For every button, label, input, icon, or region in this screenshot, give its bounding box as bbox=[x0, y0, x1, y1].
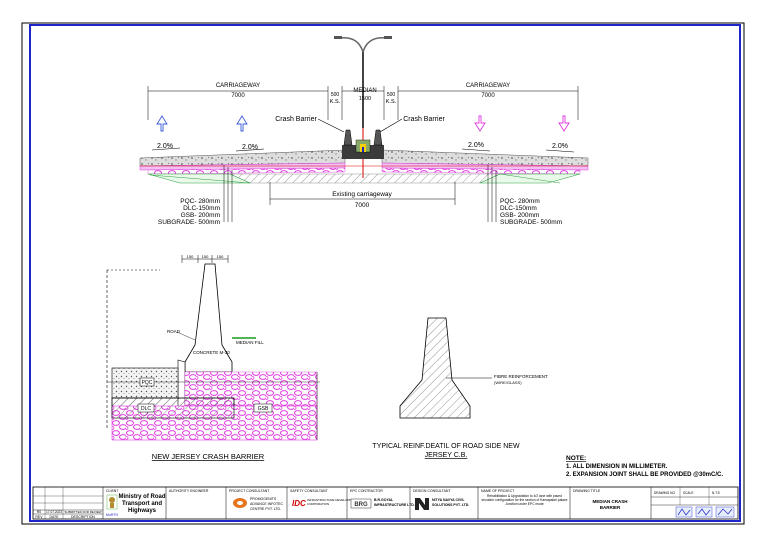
idc-logo: IDC bbox=[292, 499, 306, 508]
new-jersey-barrier-detail: 150 150 150 ROAD CONCRETE M-30 MEDIAN FI… bbox=[106, 254, 320, 461]
layer-left-dlc: DLC-150mm bbox=[183, 205, 220, 212]
median-fill-label: MEDIAN FILL bbox=[236, 340, 264, 345]
pqc-label: PQC bbox=[142, 380, 153, 386]
layer-left-subgrade: SUBGRADE- 500mm bbox=[158, 219, 220, 226]
rev-header-date: DATE bbox=[49, 515, 59, 519]
notes: NOTE: 1. ALL DIMENSION IN MILLIMETER. 2.… bbox=[566, 455, 723, 478]
layer-left-pqc: PQC- 280mm bbox=[180, 198, 220, 205]
reinf-title-line1: TYPICAL REINF.DEATIL OF ROAD SIDE NEW bbox=[372, 443, 520, 450]
rev-header-desc: DESCRIPTION bbox=[71, 515, 95, 519]
epc-label: EPC CONTRACTOR bbox=[350, 489, 383, 493]
carriageway-left-value: 7000 bbox=[231, 93, 245, 99]
crash-barrier-right-label: Crash Barrier bbox=[403, 116, 445, 123]
rev-row-no: R0 bbox=[37, 510, 42, 514]
client-name-3: Highways bbox=[128, 508, 157, 514]
concrete-label: CONCRETE M-30 bbox=[193, 350, 230, 355]
consultant-logo-icon bbox=[233, 498, 247, 508]
client-name-2: Transport and bbox=[122, 501, 162, 507]
client-label: CLIENT bbox=[106, 489, 119, 493]
arrow-up-icon bbox=[156, 115, 168, 132]
epc-name-2: INFRASTRUCTURE LTD. bbox=[374, 503, 415, 507]
arrow-up-icon bbox=[236, 115, 248, 132]
ks-right-label: K.S. bbox=[386, 99, 397, 105]
idc-text-2: CORPORATION bbox=[307, 502, 329, 506]
dlc-label: DLC bbox=[141, 406, 151, 412]
title-block: R0 17.07.2023 SUBMITTED FOR REVIEW REV D… bbox=[32, 486, 739, 520]
ks-left-label: K.S. bbox=[330, 99, 341, 105]
layer-right-pqc: PQC- 280mm bbox=[500, 198, 540, 205]
layer-right-dlc: DLC-150mm bbox=[500, 205, 537, 212]
barrier-dim-3: 150 bbox=[217, 254, 224, 259]
signature-icon bbox=[675, 506, 735, 518]
carriageway-left-label: CARRIAGEWAY bbox=[216, 83, 260, 89]
arrow-down-icon bbox=[474, 115, 486, 132]
design-name-1: NITYA NAVYA CIVIL bbox=[432, 498, 465, 502]
drawing-title-2: BARRIER bbox=[600, 505, 621, 510]
median-value: 1500 bbox=[359, 96, 371, 102]
reinforcement-detail: FIBRE REINFORCEMENT (WIRE/GLASS) TYPICAL… bbox=[372, 317, 548, 459]
layer-right-gsb: GSB- 200mm bbox=[500, 212, 539, 219]
slope-label: 2.0% bbox=[552, 143, 568, 150]
rev-row-date: 17.07.2023 bbox=[46, 510, 62, 514]
drawing-label: DRAWING TITLE bbox=[573, 489, 601, 493]
slope-label: 2.0% bbox=[242, 144, 258, 151]
barrier-dim-1: 150 bbox=[187, 254, 194, 259]
project-description: Rehabilitation & Upgradation to 4/2 lane… bbox=[481, 494, 568, 506]
client-name-1: Ministry of Road bbox=[118, 494, 165, 500]
scale-label: SCALE bbox=[683, 491, 693, 495]
existing-carriageway-value: 7000 bbox=[355, 202, 370, 209]
project-consultant-2: ADVANCE INFOTEC bbox=[250, 502, 283, 506]
note-2: 2. EXPANSION JOINT SHALL BE PROVIDED @30… bbox=[566, 472, 723, 478]
slope-label: 2.0% bbox=[468, 142, 484, 149]
barrier-detail-title: NEW JERSEY CRASH BARRIER bbox=[152, 452, 265, 461]
crash-barrier-left-label: Crash Barrier bbox=[275, 116, 317, 123]
drawing-title-1: MEDIAN CRASH bbox=[592, 499, 627, 504]
road-cross-section: CARRIAGEWAY 7000 CARRIAGEWAY 7000 MEDIAN… bbox=[139, 36, 589, 226]
barrier-dim-2: 150 bbox=[202, 254, 209, 259]
sheet-label: DRAWING NO bbox=[654, 491, 675, 495]
emblem-icon bbox=[106, 494, 118, 510]
project-consultant-3: CENTRE PVT. LTD. bbox=[250, 507, 281, 511]
ks-left-value: 500 bbox=[331, 92, 340, 98]
rev-header-rev: REV bbox=[35, 515, 43, 519]
reinf-title-line2: JERSEY C.B. bbox=[425, 452, 468, 459]
layer-left-gsb: GSB- 200mm bbox=[181, 212, 220, 219]
arrow-down-icon bbox=[558, 115, 570, 132]
layer-right-subgrade: SUBGRADE- 500mm bbox=[500, 219, 562, 226]
fibre-note-sub: (WIRE/GLASS) bbox=[494, 380, 522, 385]
authority-label: AUTHORITY ENGINEER bbox=[169, 489, 209, 493]
slope-label: 2.0% bbox=[157, 143, 173, 150]
notes-heading: NOTE: bbox=[566, 455, 586, 462]
design-logo-icon bbox=[415, 498, 429, 510]
idc-text-1: INFRASTRUCTURE DEVELOPMENT bbox=[307, 498, 358, 502]
safety-label: SAFETY CONSULTANT bbox=[290, 489, 329, 493]
project-consultant-label: PROJECT CONSULTANT bbox=[229, 489, 270, 493]
project-consultant-1: PROMOGENITS bbox=[250, 497, 277, 501]
fibre-note: FIBRE REINFORCEMENT bbox=[494, 374, 548, 379]
epc-logo: BRG bbox=[354, 502, 368, 508]
road-label: ROAD bbox=[167, 329, 181, 334]
project-label: NAME OF PROJECT bbox=[481, 489, 515, 493]
carriageway-right-value: 7000 bbox=[481, 93, 495, 99]
median-label: MEDIAN bbox=[353, 88, 376, 94]
scale-value: N.T.S bbox=[712, 491, 720, 495]
existing-carriageway-label: Existing carriageway bbox=[332, 191, 392, 198]
note-1: 1. ALL DIMENSION IN MILLIMETER. bbox=[566, 464, 668, 470]
morth-short: MoRTH bbox=[106, 513, 118, 517]
ks-right-value: 500 bbox=[387, 92, 396, 98]
rev-row-desc: SUBMITTED FOR REVIEW bbox=[64, 510, 101, 514]
design-name-2: SOLUTIONS PVT. LTD. bbox=[432, 503, 469, 507]
epc-name-1: B.R.GOYAL bbox=[374, 498, 394, 502]
design-label: DESIGN CONSULTANT bbox=[413, 489, 451, 493]
gsb-label: GSB bbox=[258, 406, 269, 412]
carriageway-right-label: CARRIAGEWAY bbox=[466, 83, 510, 89]
